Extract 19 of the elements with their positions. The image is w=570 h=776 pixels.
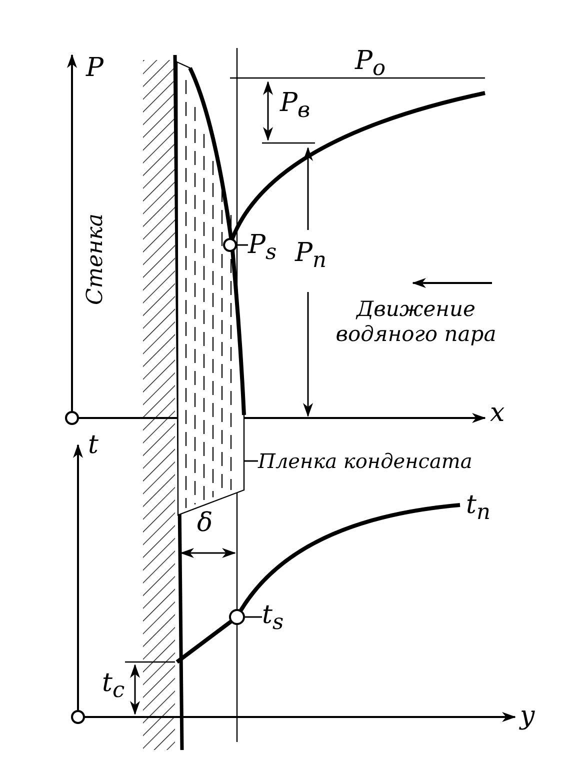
flow-label: Движение водяного пара <box>334 297 498 348</box>
point-label: t$_{s}$ <box>262 602 288 636</box>
film-label: Пленка конденсата <box>258 447 538 475</box>
axis-label: P <box>86 55 104 81</box>
leader-line <box>244 460 258 462</box>
axis-label: t <box>88 432 98 458</box>
dimension-label: δ <box>197 510 213 536</box>
wall-label: Стенка <box>85 214 107 305</box>
curve-point <box>229 609 245 625</box>
axis-label: x <box>490 400 505 426</box>
point-label: P$_{s}$ <box>248 232 274 266</box>
temperature-label: t$_{c}$ <box>102 670 125 702</box>
temperature-label: t$_{п}$ <box>466 492 490 524</box>
pressure-label: P$_{п}$ <box>295 240 326 272</box>
leader-line <box>237 244 248 246</box>
axis-label: y <box>520 703 535 729</box>
pressure-label: P$_{в}$ <box>280 90 310 122</box>
leader-line <box>245 616 262 618</box>
pressure-label: P$_{o}$ <box>355 48 386 80</box>
